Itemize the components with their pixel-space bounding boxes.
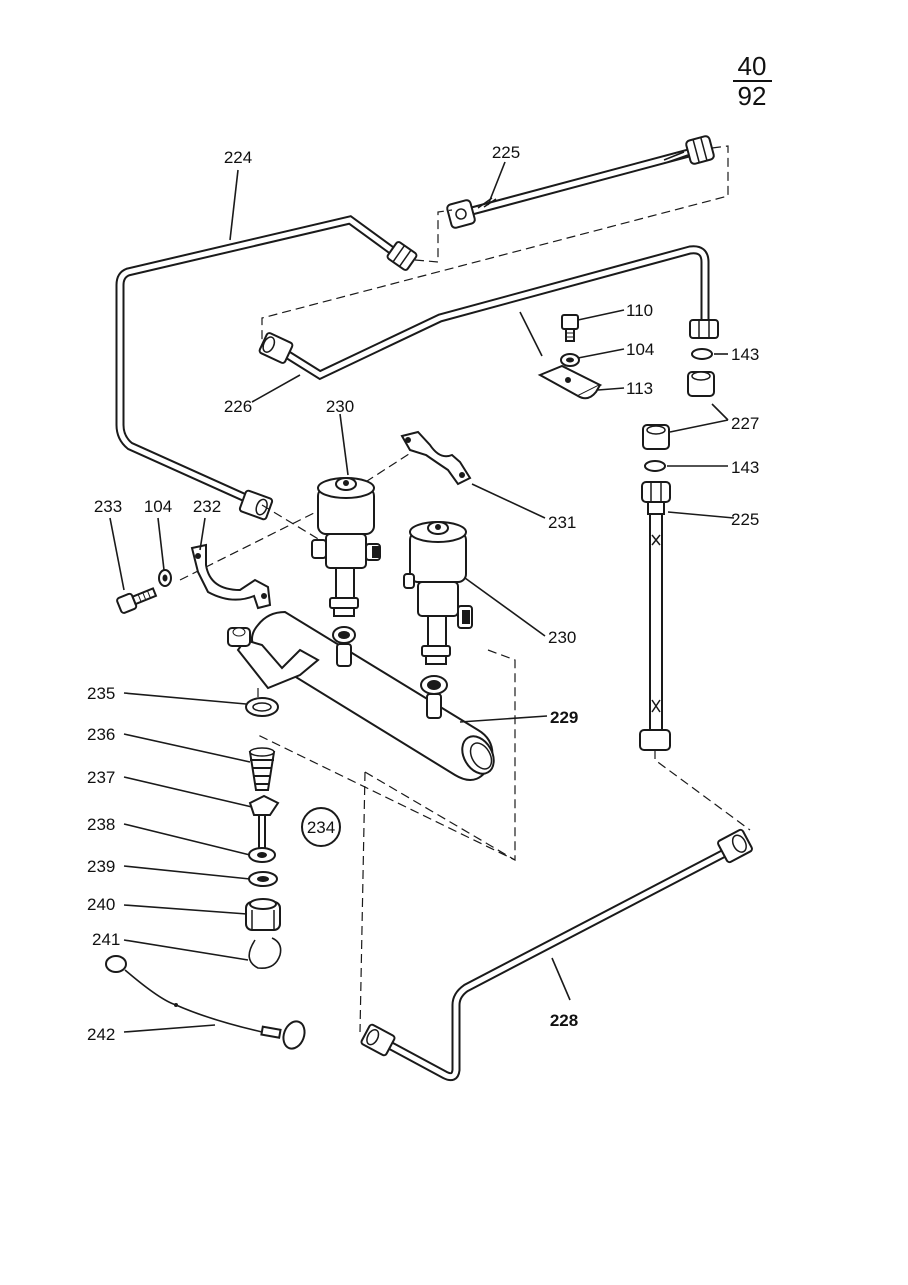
- callout-104-left: 104: [144, 497, 172, 516]
- part-233-bolt: [116, 587, 158, 614]
- part-230-valve-a: [311, 477, 381, 667]
- pipe-225-top-nut-left: [446, 199, 476, 229]
- pipe-224-lower-nut: [238, 489, 274, 521]
- part-227-upper: [687, 371, 715, 397]
- callout-236: 236: [87, 725, 115, 744]
- pipe-226-left-nut: [258, 332, 294, 364]
- part-229-distributor: [227, 610, 495, 781]
- part-235-seal: [245, 697, 279, 717]
- part-241-ring: [248, 937, 282, 970]
- callout-227: 227: [731, 414, 759, 433]
- part-104-washer-right: [560, 353, 580, 367]
- callout-229: 229: [550, 708, 578, 727]
- page-number-total: 92: [738, 81, 767, 111]
- callout-104-right: 104: [626, 340, 654, 359]
- callout-235: 235: [87, 684, 115, 703]
- callout-238: 238: [87, 815, 115, 834]
- part-237-valve-head: [248, 794, 280, 816]
- callout-233: 233: [94, 497, 122, 516]
- part-239-washer: [248, 871, 278, 887]
- pipe-228-right-nut: [717, 828, 753, 864]
- callout-226: 226: [224, 397, 252, 416]
- callout-241: 241: [92, 930, 120, 949]
- callout-242: 242: [87, 1025, 115, 1044]
- callout-234: 234: [307, 818, 335, 837]
- callout-labels: 224 225 226 230 110 104 113 143 227 143 …: [87, 143, 759, 1044]
- callout-143-b: 143: [731, 458, 759, 477]
- part-227-lower: [642, 424, 670, 450]
- pipe-225-right: [639, 481, 671, 751]
- part-113-clip: [537, 364, 603, 400]
- assembly-lines: [179, 145, 751, 1033]
- part-143-upper: [691, 348, 713, 360]
- part-104-washer-left: [158, 569, 172, 587]
- pipe-228: [360, 828, 753, 1082]
- callout-143-a: 143: [731, 345, 759, 364]
- part-236-spring: [248, 747, 276, 791]
- pipe-225-top: [446, 135, 715, 229]
- part-110-bolt: [561, 314, 579, 342]
- part-238-stem: [248, 814, 276, 863]
- leader-lines: [109, 161, 735, 1033]
- callout-113: 113: [626, 379, 653, 398]
- page-number-current: 40: [738, 51, 767, 81]
- part-231-bracket: [400, 430, 472, 486]
- pipe-226-right-nut: [689, 319, 719, 339]
- callout-230-a: 230: [326, 397, 354, 416]
- pipe-224: [115, 215, 418, 521]
- callout-234-circle: [301, 807, 341, 847]
- callout-239: 239: [87, 857, 115, 876]
- part-240-plug: [245, 898, 281, 931]
- callout-225-top: 225: [492, 143, 520, 162]
- callout-232: 232: [193, 497, 221, 516]
- page-number: 40 92: [733, 51, 772, 111]
- pipe-225-top-nut-right: [685, 135, 715, 165]
- pipe-224-upper-nut: [386, 241, 418, 271]
- pipe-228-left-nut: [360, 1023, 396, 1057]
- callout-240: 240: [87, 895, 115, 914]
- part-230-valve-b: [403, 521, 473, 719]
- part-113-leader: [519, 311, 543, 357]
- callout-228: 228: [550, 1011, 578, 1030]
- callout-237: 237: [87, 768, 115, 787]
- part-242-chain: [105, 955, 306, 1050]
- pipe-226: [258, 245, 719, 381]
- callout-231: 231: [548, 513, 576, 532]
- part-232-bracket: [190, 543, 272, 610]
- callout-224: 224: [224, 148, 252, 167]
- callout-110: 110: [626, 301, 653, 320]
- callout-230-b: 230: [548, 628, 576, 647]
- part-143-lower: [644, 460, 666, 472]
- callout-225-right: 225: [731, 510, 759, 529]
